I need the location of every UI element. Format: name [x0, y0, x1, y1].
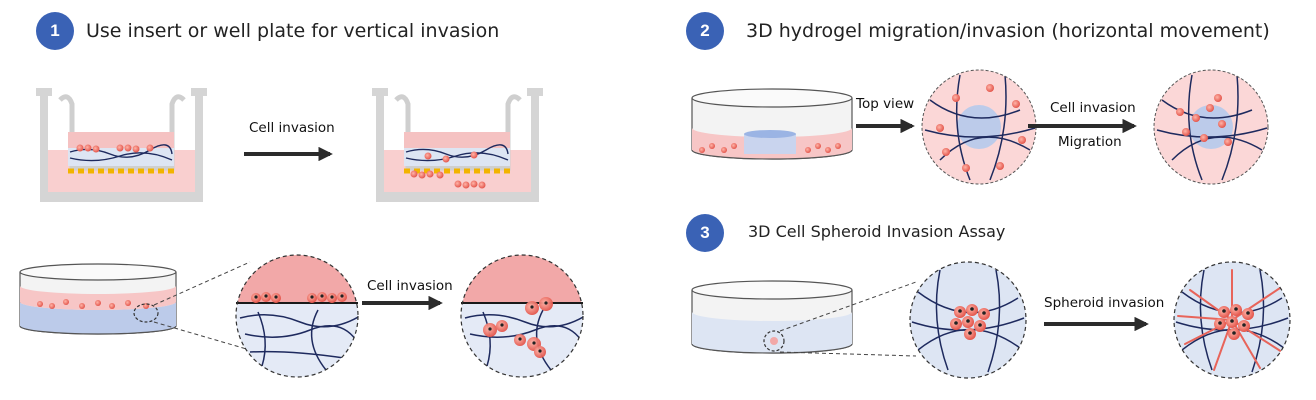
spheroid-zoom-before [909, 261, 1027, 379]
spheroid-zoom-after [1173, 261, 1291, 379]
section-2-title: 3D hydrogel migration/invasion (horizont… [746, 20, 1270, 42]
well-invasion-label: Cell invasion [367, 278, 453, 294]
section-3-title: 3D Cell Spheroid Invasion Assay [748, 222, 1006, 241]
section-3-badge: 3 [686, 214, 724, 252]
hydrogel-invasion-label: Cell invasion [1050, 100, 1136, 116]
hydrogel-dish [691, 88, 853, 160]
insert-after [372, 88, 543, 202]
section-1-title: Use insert or well plate for vertical in… [86, 20, 500, 42]
spheroid-dish [691, 280, 853, 354]
hydrogel-top-before [921, 69, 1037, 185]
insert-invasion-label: Cell invasion [249, 120, 335, 136]
well-zoom-before [235, 254, 359, 378]
hydrogel-top-after [1153, 69, 1269, 185]
hydrogel-migration-label: Migration [1058, 134, 1122, 150]
spheroid-invasion-label: Spheroid invasion [1044, 295, 1165, 311]
well-zoom-after [460, 254, 584, 378]
section-1-badge: 1 [36, 12, 74, 50]
section-2-badge: 2 [686, 12, 724, 50]
top-view-label: Top view [856, 96, 915, 112]
well-plate [19, 263, 177, 335]
insert-before [36, 88, 207, 202]
